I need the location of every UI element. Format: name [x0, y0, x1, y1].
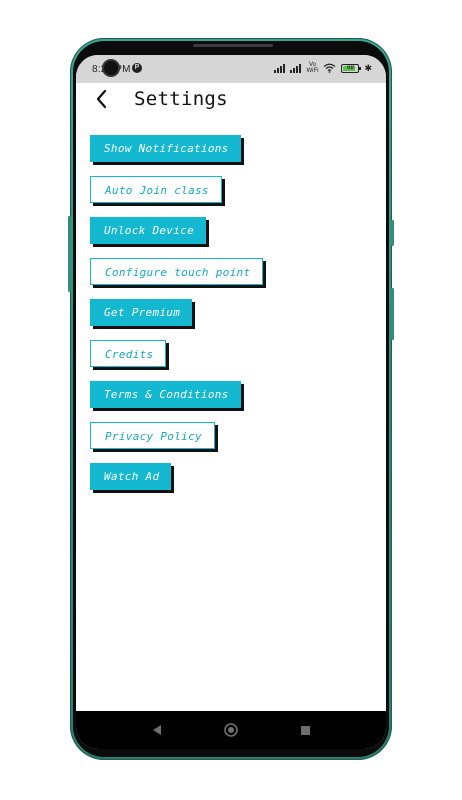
page-title: Settings [134, 88, 228, 110]
bluetooth-icon: ✱ [364, 62, 372, 73]
auto-join-class-button[interactable]: Auto Join class [90, 176, 222, 203]
front-camera-icon [104, 61, 118, 75]
earpiece-speaker [193, 44, 273, 47]
watch-ad-button[interactable]: Watch Ad [90, 463, 172, 490]
battery-fill [343, 65, 355, 71]
side-button [391, 288, 394, 340]
recents-square-icon[interactable] [297, 722, 313, 738]
side-button [68, 216, 71, 292]
privacy-policy-button[interactable]: Privacy Policy [90, 422, 215, 449]
back-triangle-icon[interactable] [149, 722, 165, 738]
signal-icon [274, 63, 286, 73]
terms-and-conditions-button[interactable]: Terms & Conditions [90, 381, 241, 408]
side-button [391, 220, 394, 246]
chevron-left-icon[interactable] [90, 87, 114, 111]
volte-label: Vo [308, 62, 316, 68]
unlock-device-button[interactable]: Unlock Device [90, 217, 206, 244]
settings-menu: Show Notifications Auto Join class Unloc… [90, 135, 264, 490]
signal-icon [290, 63, 302, 73]
app-header: Settings [76, 83, 386, 123]
home-circle-icon[interactable] [223, 722, 239, 738]
configure-touch-point-button[interactable]: Configure touch point [90, 258, 264, 285]
notification-icon: P [132, 63, 142, 73]
battery-level: 68 [347, 64, 354, 71]
credits-button[interactable]: Credits [90, 340, 167, 367]
wifi-icon [324, 63, 336, 73]
get-premium-button[interactable]: Get Premium [90, 299, 193, 326]
navigation-bar [76, 711, 386, 749]
show-notifications-button[interactable]: Show Notifications [90, 135, 241, 162]
battery-icon: 68 [341, 63, 362, 73]
volte-wifi-label: WiFi [306, 68, 319, 74]
